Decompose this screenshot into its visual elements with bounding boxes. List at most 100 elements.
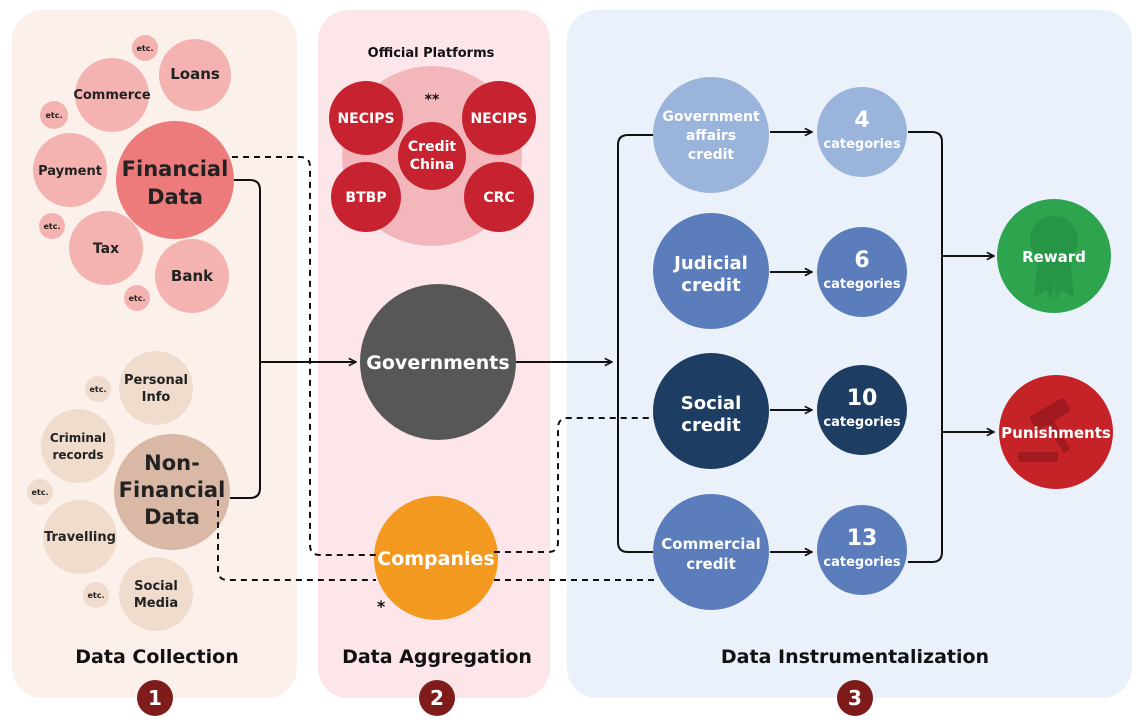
- payment-bubble: [33, 133, 107, 207]
- social-media-bubble: [119, 557, 193, 631]
- step-number-3: 3: [848, 686, 862, 710]
- bank-bubble: [155, 239, 229, 313]
- etc-bubble: [39, 213, 65, 239]
- non-financial-data-bubble: [114, 434, 230, 550]
- governments-label: Governments: [366, 352, 509, 374]
- dashed-connectors: [217, 156, 655, 581]
- btbp-bubble: [331, 162, 401, 232]
- punishments-label: Punishments: [1001, 424, 1111, 442]
- commercial-credit-bubble: [653, 494, 769, 610]
- necips-left-bubble: [329, 81, 403, 155]
- tax-bubble: [69, 211, 143, 285]
- category-count-number: 6: [854, 248, 869, 273]
- etc-label: etc.: [136, 44, 153, 53]
- criminal-records-bubble: [41, 409, 115, 483]
- etc-bubble: [27, 479, 53, 505]
- btbp-label: BTBP: [345, 190, 386, 206]
- loans-label: Loans: [170, 65, 220, 83]
- companies-to-social-dashed: [494, 417, 655, 553]
- credit-bracket: [617, 134, 653, 553]
- crc-bubble: [464, 162, 534, 232]
- credit-china-bubble: [398, 122, 466, 190]
- punishments-node: Punishments: [999, 375, 1113, 489]
- step-number-1: 1: [148, 686, 162, 710]
- etc-bubble: [85, 376, 111, 402]
- necips-right-label: NECIPS: [470, 111, 527, 127]
- platforms-marker: **: [425, 92, 440, 108]
- tax-label: Tax: [93, 241, 119, 257]
- category-count-number: 4: [854, 108, 869, 133]
- category-count-number: 10: [847, 386, 878, 411]
- section-title-collection: Data Collection: [75, 646, 238, 668]
- gavel-icon: [1018, 398, 1071, 462]
- official-platforms: Official Platforms ** NECIPS NECIPS BTBP…: [329, 46, 536, 246]
- necips-right-bubble: [462, 81, 536, 155]
- social-credit-bubble: [653, 353, 769, 469]
- bank-label: Bank: [171, 267, 214, 285]
- etc-label: etc.: [89, 385, 106, 394]
- etc-label: etc.: [31, 488, 48, 497]
- etc-label: etc.: [87, 591, 104, 600]
- category-count-bubble: [817, 87, 907, 177]
- category-count-unit: categories: [823, 415, 900, 430]
- government-affairs-credit-bubble: [653, 77, 769, 193]
- category-count-bubble: [817, 365, 907, 455]
- nonfinancial-to-companies-dashed: [217, 500, 376, 581]
- etc-label: etc.: [128, 294, 145, 303]
- connectors: [230, 131, 994, 563]
- personal-info-bubble: [119, 351, 193, 425]
- step-badge-3: [837, 680, 873, 716]
- reward-node: Reward: [997, 199, 1111, 313]
- category-count-unit: categories: [823, 277, 900, 292]
- etc-bubble: [83, 582, 109, 608]
- collection-bracket: [230, 179, 261, 499]
- payment-label: Payment: [38, 164, 102, 179]
- etc-label: etc.: [45, 111, 62, 120]
- etc-bubble: [124, 285, 150, 311]
- award-ribbon-icon: [1030, 216, 1078, 300]
- governments-bubble: [360, 284, 516, 440]
- section-title-instrumentalization: Data Instrumentalization: [721, 646, 989, 668]
- financial-data-bubble: [116, 121, 234, 239]
- outcome-bracket: [908, 131, 943, 563]
- step-badge-1: [137, 680, 173, 716]
- etc-bubble: [40, 101, 68, 129]
- financial-cluster: etc. Loans Commerce etc. Payment etc. Ta…: [33, 35, 234, 313]
- crc-label: CRC: [483, 190, 514, 206]
- reward-label: Reward: [1022, 248, 1086, 266]
- category-count-unit: categories: [823, 137, 900, 152]
- companies-bubble: [374, 496, 498, 620]
- section-title-aggregation: Data Aggregation: [342, 646, 532, 668]
- commerce-bubble: [75, 58, 149, 132]
- companies-label: Companies: [377, 548, 494, 570]
- travelling-label: Travelling: [44, 530, 116, 545]
- etc-bubble: [132, 35, 158, 61]
- category-count-bubble: [817, 227, 907, 317]
- commerce-label: Commerce: [73, 88, 150, 103]
- category-count-unit: categories: [823, 555, 900, 570]
- official-platforms-title: Official Platforms: [368, 46, 495, 61]
- necips-left-label: NECIPS: [337, 111, 394, 127]
- category-count-number: 13: [847, 526, 878, 551]
- loans-bubble: [159, 39, 231, 111]
- judicial-credit-bubble: [653, 213, 769, 329]
- step-badge-2: [419, 680, 455, 716]
- etc-label: etc.: [43, 222, 60, 231]
- category-counts: 4 categories 6 categories 10 categories …: [817, 87, 907, 595]
- travelling-bubble: [43, 500, 117, 574]
- punishments-bubble: [999, 375, 1113, 489]
- financial-to-companies-dashed: [232, 156, 376, 556]
- companies-marker: *: [377, 597, 386, 616]
